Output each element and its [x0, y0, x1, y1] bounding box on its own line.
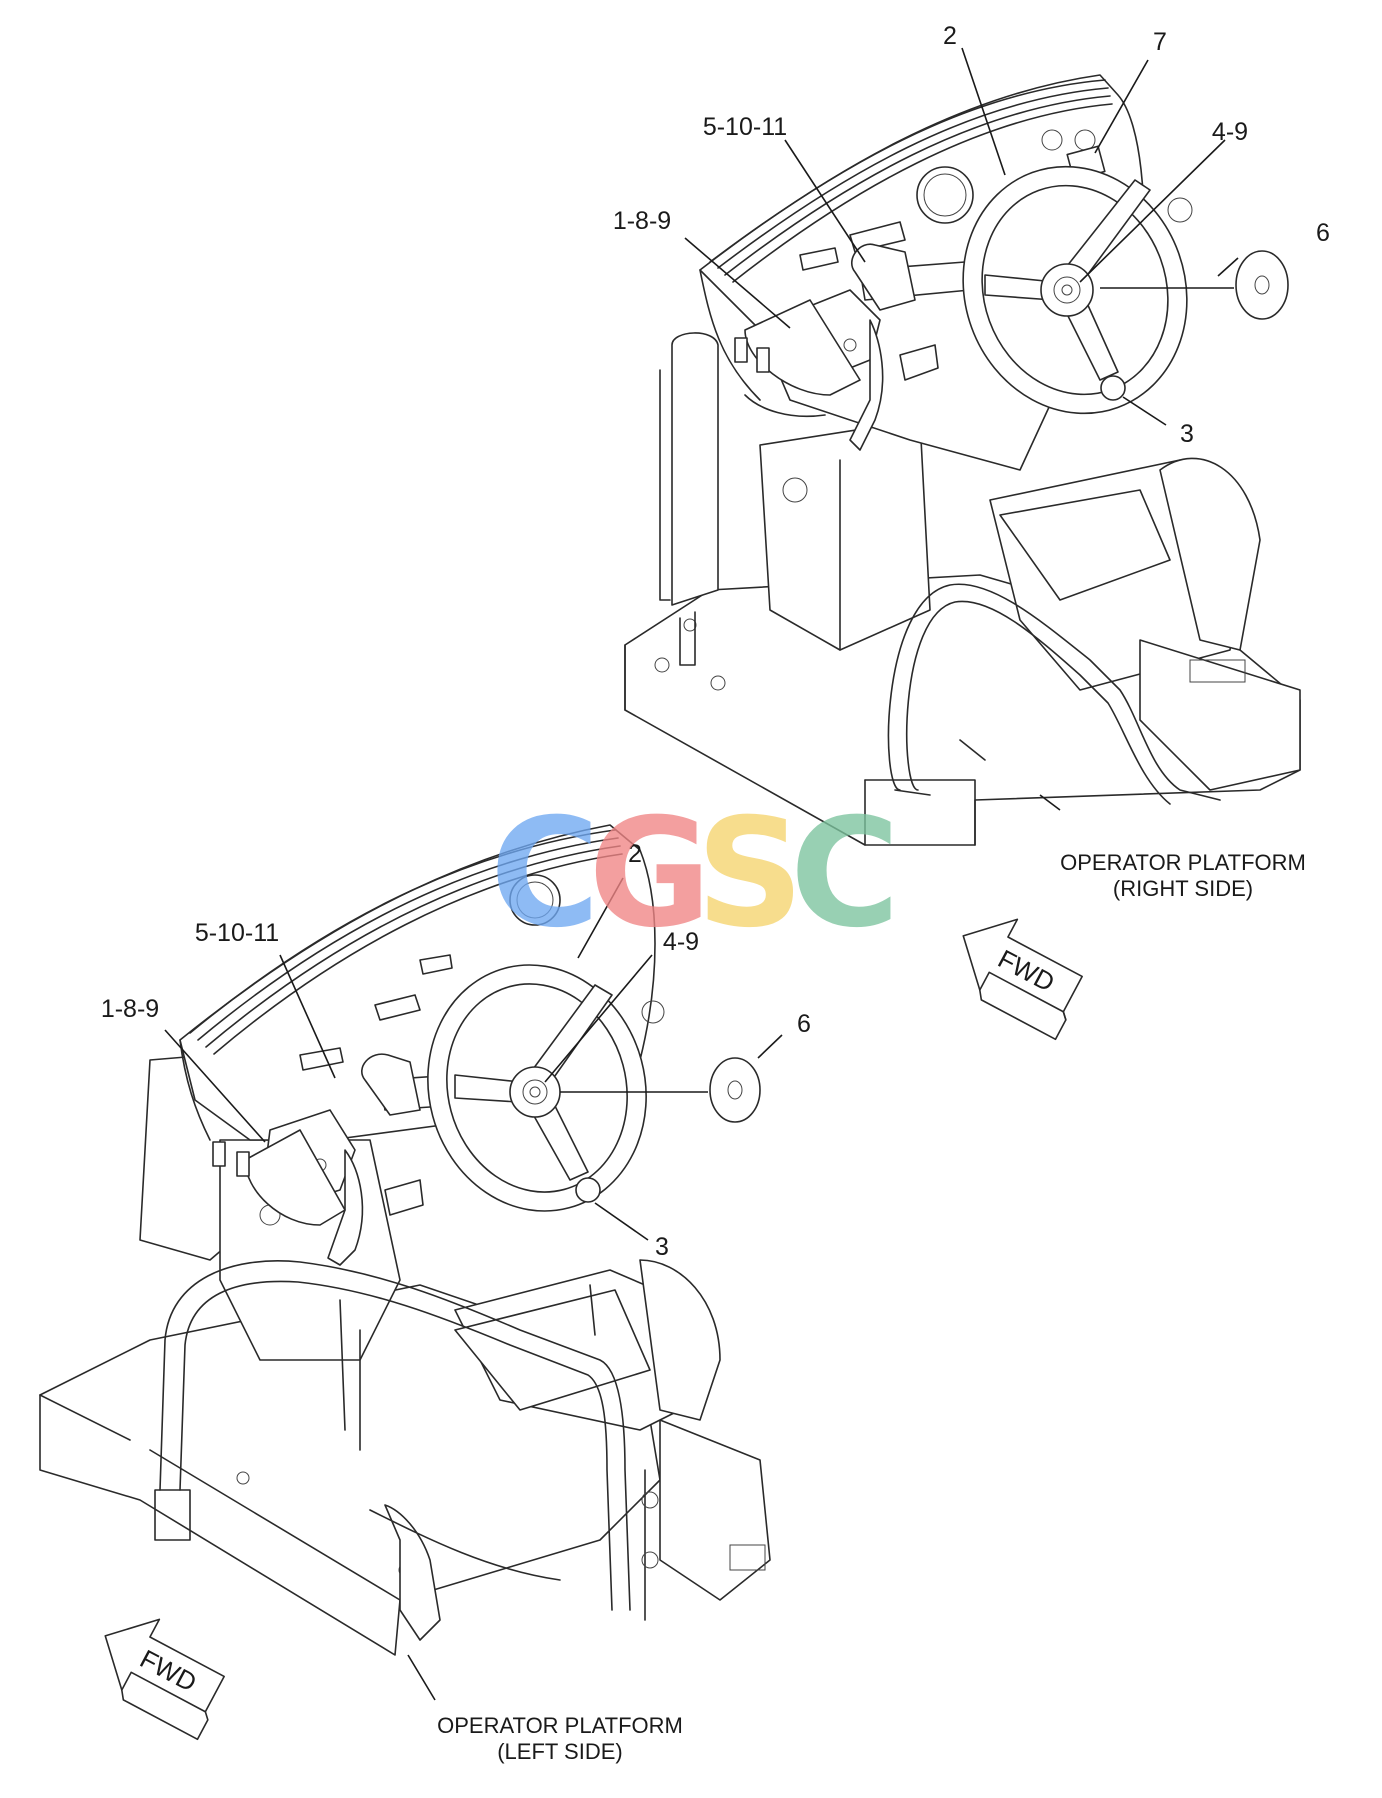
watermark-letter-2: G — [588, 787, 711, 961]
upper-callout-2: 2 — [943, 22, 957, 50]
upper-handrail — [887, 583, 1221, 805]
upper-steering-column — [734, 243, 971, 451]
upper-callout-5-10-11: 5-10-11 — [703, 113, 787, 141]
upper-washer-part-6 — [1235, 250, 1289, 320]
upper-fwd-arrow-icon: FWD — [962, 918, 1083, 1041]
watermark-letter-3: S — [696, 787, 804, 961]
upper-callout-4-9: 4-9 — [1212, 118, 1248, 146]
upper-leader-lines — [684, 47, 1239, 811]
upper-callout-1-8-9: 1-8-9 — [613, 207, 671, 235]
upper-callout-7: 7 — [1153, 28, 1167, 56]
lower-handrail — [154, 1260, 659, 1641]
lower-callout-6: 6 — [797, 1010, 811, 1038]
watermark-letter-4: C — [790, 787, 900, 961]
lower-fwd-arrow-icon: FWD — [104, 1618, 225, 1741]
upper-caption-line2: (RIGHT SIDE) — [1113, 876, 1253, 901]
upper-view: 2 7 5-10-11 4-9 1-8-9 6 3 OPERATOR PLATF… — [613, 22, 1330, 1041]
lower-callout-3: 3 — [655, 1233, 669, 1261]
lower-view: 2 5-10-11 4-9 1-8-9 6 3 OPERATOR PLATFOR… — [39, 824, 811, 1764]
lower-callout-4-9: 4-9 — [663, 928, 699, 956]
lower-callout-5-10-11: 5-10-11 — [195, 919, 279, 947]
upper-steering-wheel — [962, 165, 1188, 415]
lower-caption-line1: OPERATOR PLATFORM — [437, 1713, 683, 1738]
watermark-logo: C G S C — [490, 787, 900, 961]
upper-callout-6: 6 — [1316, 219, 1330, 247]
lower-steering-wheel — [427, 964, 647, 1212]
watermark-letter-1: C — [490, 787, 600, 961]
upper-caption-line1: OPERATOR PLATFORM — [1060, 850, 1306, 875]
lower-caption-line2: (LEFT SIDE) — [497, 1739, 623, 1764]
lower-callout-2: 2 — [628, 840, 642, 868]
lower-washer-part-6 — [709, 1057, 761, 1123]
lower-seat — [454, 1259, 771, 1601]
upper-seat — [989, 457, 1301, 791]
lower-leader-lines — [164, 877, 783, 1701]
lower-steering-column — [212, 1053, 506, 1266]
upper-callout-3: 3 — [1180, 420, 1194, 448]
lower-callout-1-8-9: 1-8-9 — [101, 995, 159, 1023]
